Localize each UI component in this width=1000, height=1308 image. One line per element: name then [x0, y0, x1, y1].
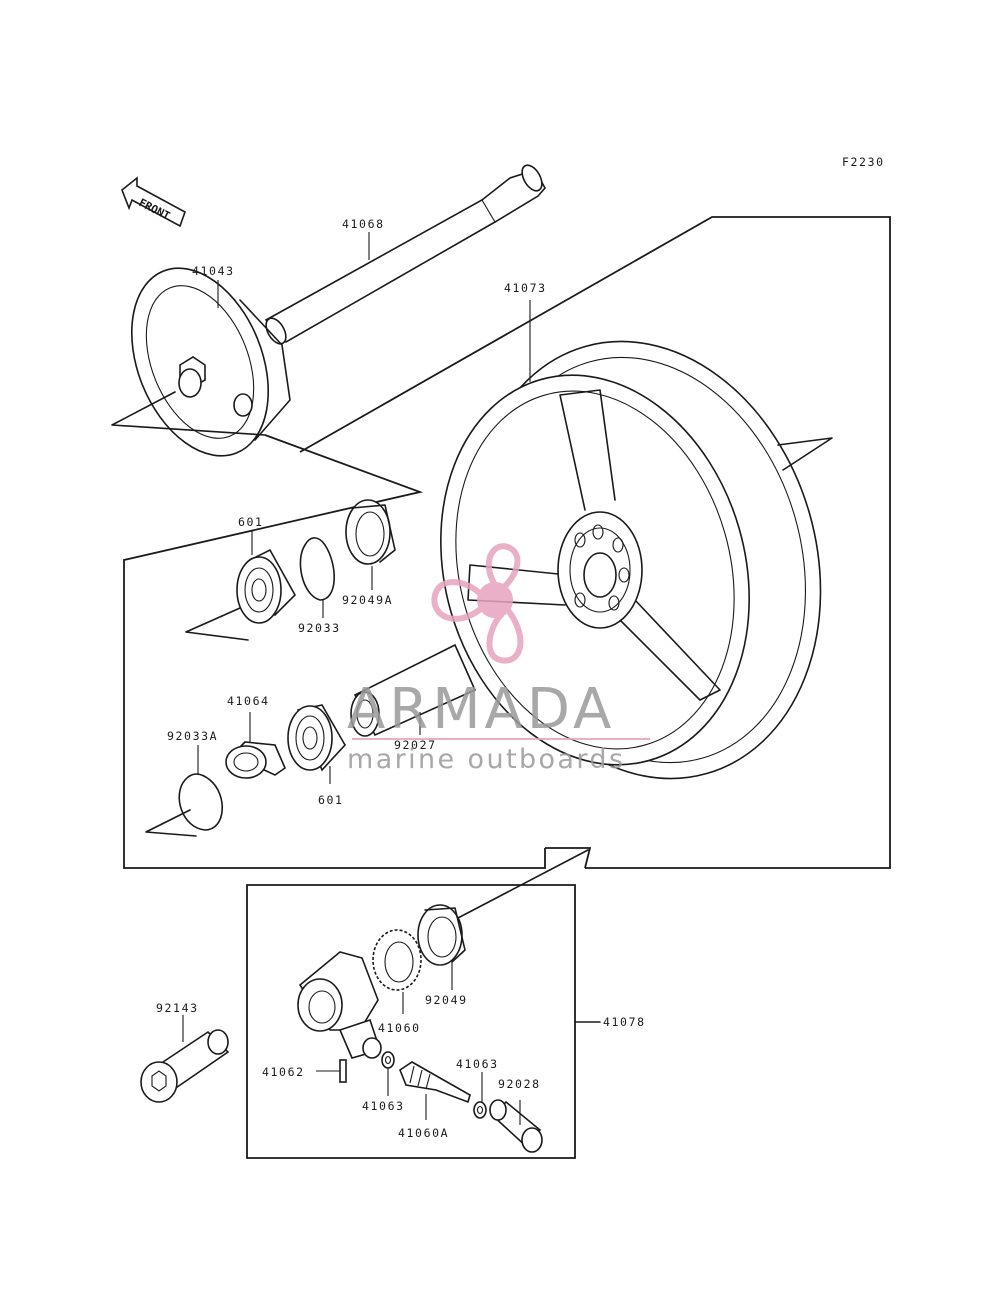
front-arrow-icon: FRONT [121, 176, 186, 228]
label-41062: 41062 [262, 1065, 305, 1079]
label-41063-right: 41063 [456, 1057, 499, 1071]
speedometer-gear [372, 929, 422, 1014]
label-601-top: 601 [238, 515, 264, 529]
propeller-logo-icon [431, 543, 524, 664]
wheel [440, 300, 833, 780]
label-92033A: 92033A [167, 729, 218, 743]
watermark-tagline: marine outboards [347, 744, 625, 775]
label-41068: 41068 [342, 217, 385, 231]
label-601-bottom: 601 [318, 793, 344, 807]
axle-shaft [264, 164, 546, 345]
label-92049: 92049 [425, 993, 468, 1007]
watermark: ARMADA marine outboards [347, 543, 650, 775]
label-92049A: 92049A [342, 593, 393, 607]
label-92033: 92033 [298, 621, 341, 635]
bushing [489, 1099, 543, 1153]
washer-right [473, 1072, 487, 1119]
circlip-top [299, 537, 335, 618]
oil-seal-gear [417, 904, 466, 990]
assembly-frame [123, 216, 891, 869]
label-41060A: 41060A [398, 1126, 449, 1140]
label-41063-left: 41063 [362, 1099, 405, 1113]
pinion-shaft [399, 1061, 471, 1120]
label-41060: 41060 [378, 1021, 421, 1035]
label-92027: 92027 [394, 738, 437, 752]
label-92143: 92143 [156, 1001, 199, 1015]
circlip-bottom [145, 745, 224, 837]
watermark-brand: ARMADA [347, 677, 615, 742]
bearing-bottom [287, 704, 346, 784]
gear-housing [297, 951, 382, 1059]
label-41073: 41073 [504, 281, 547, 295]
gear-assembly-frame [246, 849, 601, 1159]
hub-collar [225, 712, 286, 779]
label-41064: 41064 [227, 694, 270, 708]
collar-plate [111, 267, 291, 457]
spacer-tube [350, 643, 477, 737]
label-41043: 41043 [192, 264, 235, 278]
label-41078: 41078 [603, 1015, 646, 1029]
oil-seal-top [345, 499, 396, 590]
axle-tool [140, 1015, 230, 1103]
label-92028: 92028 [498, 1077, 541, 1091]
figure-code: F2230 [842, 155, 885, 169]
bearing-top [185, 530, 296, 641]
washer-left [381, 1051, 395, 1096]
pin [316, 1059, 347, 1083]
